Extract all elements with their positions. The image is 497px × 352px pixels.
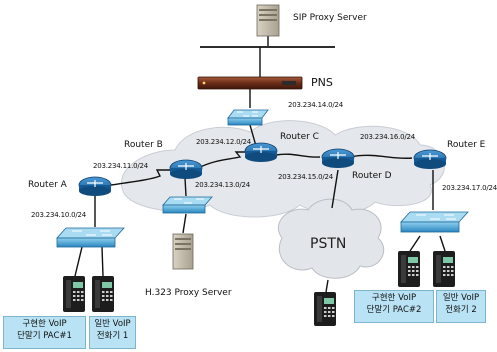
- router-e-label: Router E: [447, 140, 486, 150]
- router-a-icon: [78, 176, 112, 196]
- network-11-label: 203.234.11.0/24: [93, 162, 149, 170]
- pac2-caption-box: 구현한 VoIP 단말기 PAC#2: [354, 290, 434, 323]
- switch-a-icon: [56, 227, 125, 248]
- pns-appliance-icon: [197, 76, 303, 90]
- router-e-icon: [413, 149, 447, 169]
- phone1-caption-line1: 일반 VoIP: [94, 319, 131, 329]
- pac2-caption-line1: 구현한 VoIP: [371, 293, 417, 303]
- links: [74, 36, 446, 293]
- pstn-cloud: [277, 198, 385, 279]
- router-a-label: Router A: [28, 180, 67, 190]
- pac2-caption-line2: 단말기 PAC#2: [366, 305, 422, 315]
- network-13-label: 203.234.13.0/24: [195, 181, 251, 189]
- network-14-label: 203.234.14.0/24: [288, 101, 344, 109]
- voip-phone-pac1-icon: [63, 276, 85, 312]
- network-15-label: 203.234.15.0/24: [278, 173, 334, 181]
- phone2-caption-box: 일반 VoIP 전화기 2: [436, 290, 486, 323]
- router-b-icon: [169, 159, 203, 179]
- switch-e-icon: [400, 211, 469, 233]
- sip-proxy-server-label: SIP Proxy Server: [293, 13, 367, 23]
- h323-proxy-server-icon: [172, 233, 194, 270]
- phone2-caption-line1: 일반 VoIP: [442, 293, 480, 303]
- pac1-caption-box: 구현한 VoIP 단말기 PAC#1: [3, 316, 86, 349]
- sip-proxy-server-icon: [256, 4, 280, 37]
- phone2-caption-line2: 전화기 2: [445, 305, 477, 315]
- pstn-phone-icon: [314, 292, 336, 326]
- switch-top-icon: [227, 109, 269, 126]
- router-c-label: Router C: [280, 132, 319, 142]
- router-c-icon: [244, 142, 278, 162]
- pns-label: PNS: [311, 76, 333, 89]
- pac1-caption-line2: 단말기 PAC#1: [17, 331, 72, 341]
- phone1-caption-box: 일반 VoIP 전화기 1: [89, 316, 136, 349]
- network-10-label: 203.234.10.0/24: [31, 211, 87, 219]
- network-12-label: 203.234.12.0/24: [196, 138, 252, 146]
- voip-phone-1-icon: [92, 276, 114, 312]
- router-b-label: Router B: [124, 140, 163, 150]
- pac1-caption-line1: 구현한 VoIP: [22, 319, 67, 329]
- phone1-caption-line2: 전화기 1: [96, 331, 129, 341]
- router-d-icon: [321, 148, 355, 168]
- router-d-label: Router D: [352, 171, 392, 181]
- network-17-label: 203.234.17.0/24: [442, 184, 497, 192]
- network-16-label: 203.234.16.0/24: [360, 133, 416, 141]
- pstn-label: PSTN: [310, 236, 347, 252]
- voip-phone-2-icon: [433, 251, 455, 287]
- switch-h323-icon: [162, 196, 213, 214]
- voip-phone-pac2-icon: [398, 251, 420, 287]
- h323-proxy-server-label: H.323 Proxy Server: [145, 288, 232, 298]
